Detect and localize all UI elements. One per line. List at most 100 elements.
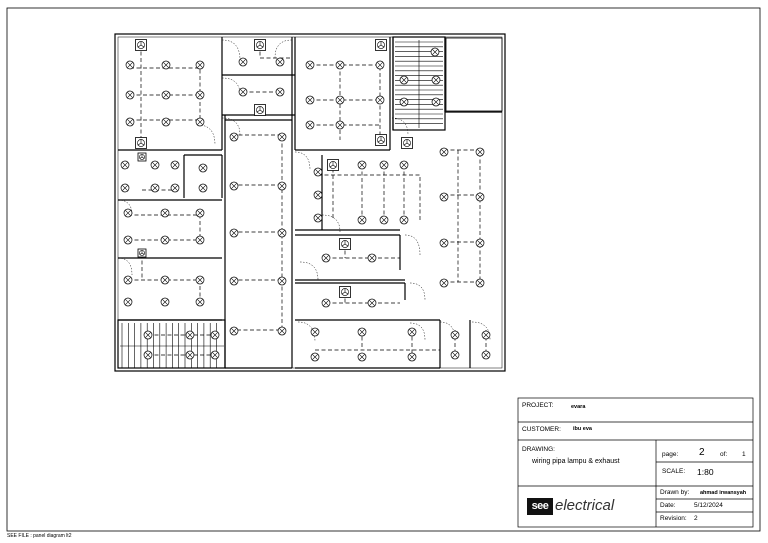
fan-ring	[377, 41, 385, 49]
lamp-icon	[335, 120, 345, 130]
fan-ring	[377, 136, 385, 144]
lamp-cross	[408, 328, 416, 336]
lamp-icon	[439, 278, 449, 288]
fan-blades	[139, 250, 145, 255]
fan-ring	[256, 41, 264, 49]
exhaust-fan-icon	[254, 104, 266, 116]
door-swing	[221, 77, 241, 96]
lamp-cross	[408, 353, 416, 361]
lamp-cross	[400, 98, 408, 106]
scale-value: 1:80	[697, 467, 714, 477]
fan-ring	[137, 41, 145, 49]
project-value: evara	[571, 404, 586, 410]
lamp-icon	[277, 228, 287, 238]
lamp-cross	[476, 279, 484, 287]
lamp-icon	[195, 90, 205, 100]
lamp-icon	[313, 190, 323, 200]
page-value: 2	[699, 447, 705, 458]
logo-mark: see	[527, 498, 553, 515]
lamp-icon	[335, 95, 345, 105]
fan-ring	[341, 240, 349, 248]
project-label: PROJECT:	[522, 402, 554, 409]
lamp-cross	[162, 118, 170, 126]
lamp-cross	[196, 298, 204, 306]
lamp-icon	[161, 60, 171, 70]
fan-ring	[329, 161, 337, 169]
lamp-cross	[440, 239, 448, 247]
lamp-icon	[195, 297, 205, 307]
lamp-icon	[310, 327, 320, 337]
lamp-cross	[161, 276, 169, 284]
revision-value: 2	[694, 515, 698, 522]
lamp-icon	[195, 235, 205, 245]
lamp-cross	[358, 353, 366, 361]
lamp-cross	[126, 61, 134, 69]
lamp-cross	[239, 88, 247, 96]
lamp-icon	[335, 60, 345, 70]
lamp-icon	[123, 208, 133, 218]
exhaust-fan-icon	[135, 39, 147, 51]
door-swing	[294, 151, 311, 171]
lamp-cross	[211, 351, 219, 359]
lamp-icon	[143, 350, 153, 360]
door-swing	[409, 322, 426, 341]
lamp-cross	[306, 96, 314, 104]
lamp-icon	[229, 326, 239, 336]
lamp-cross	[239, 58, 247, 66]
lamp-icon	[229, 276, 239, 286]
lamp-icon	[160, 208, 170, 218]
lamp-cross	[196, 209, 204, 217]
lamp-cross	[432, 98, 440, 106]
drawing-value: wiring pipa lampu & exhaust	[532, 458, 620, 465]
lamp-icon	[399, 75, 409, 85]
lamp-icon	[305, 60, 315, 70]
lamp-icon	[185, 330, 195, 340]
fan-blades	[256, 41, 264, 48]
scale-label: SCALE:	[662, 468, 686, 475]
lamp-cross	[196, 61, 204, 69]
lamp-icon	[407, 327, 417, 337]
lamp-icon	[198, 163, 208, 173]
lamp-icon	[357, 327, 367, 337]
exhaust-fan-icon	[375, 39, 387, 51]
fan-blades	[137, 41, 145, 48]
lamp-cross	[380, 161, 388, 169]
lamp-icon	[277, 132, 287, 142]
fan-blades	[256, 106, 264, 113]
lamp-cross	[482, 331, 490, 339]
lamp-cross	[311, 328, 319, 336]
of-label: of:	[720, 451, 728, 458]
fan-blades	[377, 41, 385, 48]
lamp-icon	[439, 147, 449, 157]
lamp-cross	[162, 61, 170, 69]
customer-label: CUSTOMER:	[522, 426, 561, 433]
lamp-icon	[143, 330, 153, 340]
lamp-icon	[150, 160, 160, 170]
lamp-cross	[431, 48, 439, 56]
lamp-cross	[124, 209, 132, 217]
lamp-cross	[151, 161, 159, 169]
lamp-cross	[476, 148, 484, 156]
drawing-label: DRAWING:	[522, 446, 555, 453]
lamp-cross	[126, 118, 134, 126]
lamp-cross	[230, 229, 238, 237]
footer-see-file: SEE FILE : panel diagram lt2	[7, 533, 72, 539]
lamp-cross	[311, 353, 319, 361]
lamp-icon	[475, 278, 485, 288]
lamp-cross	[314, 168, 322, 176]
lamp-cross	[358, 216, 366, 224]
exhaust-fan-icon	[327, 159, 339, 171]
lamp-cross	[196, 91, 204, 99]
lamp-icon	[123, 235, 133, 245]
lamp-cross	[278, 277, 286, 285]
exhaust-fan-icon	[339, 238, 351, 250]
lamp-icon	[305, 120, 315, 130]
lamp-icon	[431, 75, 441, 85]
lamp-cross	[451, 351, 459, 359]
lamp-cross	[186, 351, 194, 359]
lamp-icon	[125, 60, 135, 70]
fan-ring	[137, 139, 145, 147]
lamp-icon	[120, 160, 130, 170]
lamp-cross	[336, 61, 344, 69]
exhaust-fan-icon	[254, 39, 266, 51]
